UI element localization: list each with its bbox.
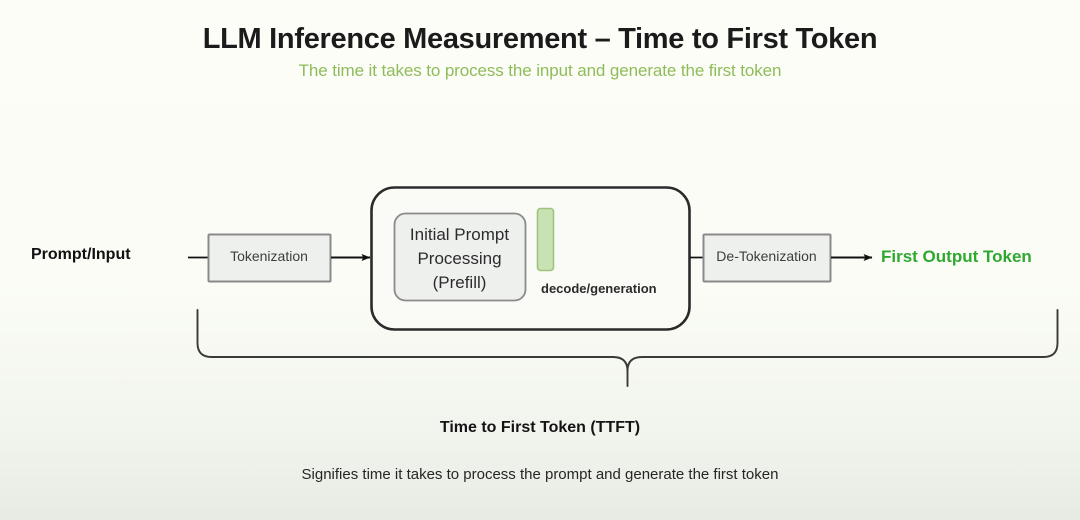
page-title: LLM Inference Measurement – Time to Firs…: [202, 23, 878, 55]
prompt-input-label: Prompt/Input: [31, 246, 131, 263]
page-subtitle: The time it takes to process the input a…: [298, 61, 782, 80]
tokenization-box-label: Tokenization: [230, 248, 308, 264]
decode-generation-bar: [536, 207, 555, 272]
prefill-box-label: Initial Prompt Processing (Prefill): [394, 223, 525, 295]
footnote-text: Signifies time it takes to process the p…: [301, 466, 779, 483]
prefill-box: [393, 212, 527, 302]
detokenization-box: [702, 233, 832, 283]
prefill-line-2: Processing: [417, 249, 502, 268]
prefill-line-3: (Prefill): [432, 273, 487, 292]
ttft-brace-label: Time to First Token (TTFT): [439, 419, 641, 436]
detokenization-box-label: De-Tokenization: [716, 248, 817, 264]
prefill-line-1: Initial Prompt: [409, 225, 510, 244]
first-output-token-label: First Output Token: [881, 247, 1032, 266]
decode-generation-label: decode/generation: [541, 281, 657, 296]
tokenization-box: [207, 233, 332, 283]
